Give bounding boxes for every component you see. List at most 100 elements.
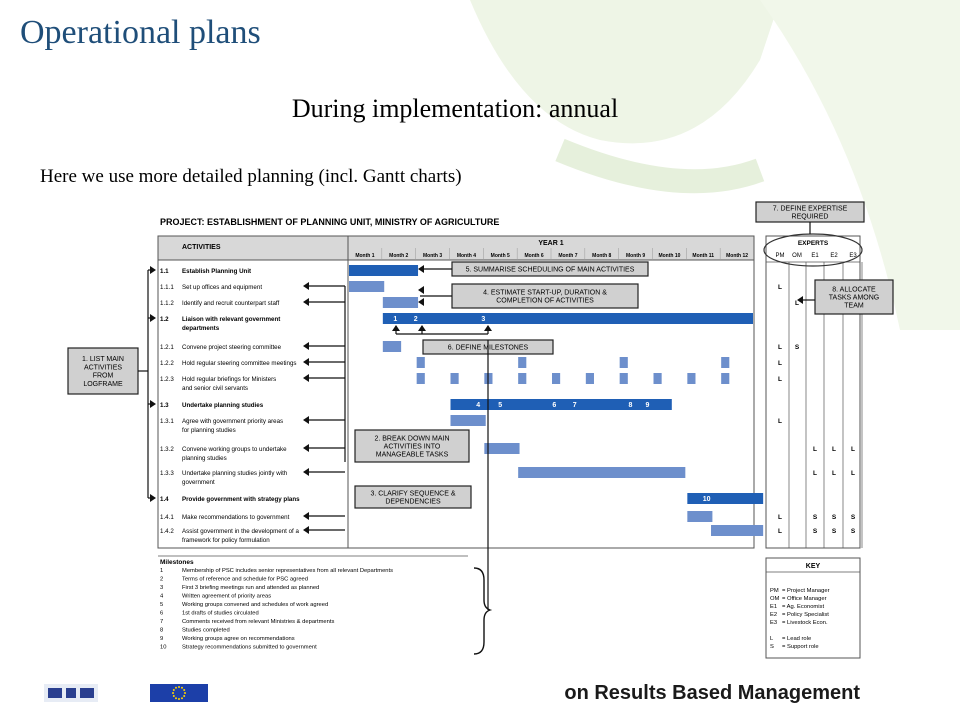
arrow-head <box>150 494 156 502</box>
eu-flag-star <box>172 689 175 691</box>
eu-flag-star <box>172 695 175 697</box>
gantt-bar <box>416 373 425 384</box>
expert-role: L <box>851 446 855 453</box>
expert-role: L <box>813 470 817 477</box>
key-text: = Policy Specialist <box>782 612 829 618</box>
eu-flag-star <box>181 686 183 689</box>
callout-expertise-text: 7. DEFINE EXPERTISE <box>773 205 848 212</box>
milestone-number: 4 <box>160 594 164 600</box>
milestone-marker: 8 <box>629 402 633 409</box>
callout-estimate-text: 4. ESTIMATE START-UP, DURATION & <box>483 289 607 296</box>
callout-list-main-text: 1. LIST MAIN <box>82 356 124 363</box>
expert-role: L <box>832 446 836 453</box>
key-code: OM <box>770 596 780 602</box>
gantt-bar <box>687 493 764 504</box>
activity-name: Convene working groups to undertake <box>182 446 287 453</box>
activity-code: 1.2.2 <box>160 360 174 367</box>
month-header: Month 8 <box>592 253 611 259</box>
key-text: = Project Manager <box>782 588 830 594</box>
key-text: = Livestock Econ. <box>782 620 828 626</box>
activity-name: Hold regular steering committee meetings <box>182 360 297 367</box>
callout-clarify-box <box>354 485 472 509</box>
callout-list-main-box <box>67 347 139 395</box>
arrow-head <box>418 298 424 306</box>
milestone-number: 9 <box>160 636 163 642</box>
arrow-head <box>303 358 309 366</box>
callout-breakdown-text: 2. BREAK DOWN MAIN <box>374 435 449 442</box>
year-header: YEAR 1 <box>538 240 563 247</box>
activity-code: 1.1 <box>160 268 169 275</box>
activity-name: Liaison with relevant government <box>182 316 280 323</box>
activities-header: ACTIVITIES <box>182 244 221 251</box>
gantt-bar <box>687 511 713 522</box>
callout-breakdown-text: MANAGEABLE TASKS <box>376 452 449 459</box>
project-title: PROJECT: ESTABLISHMENT OF PLANNING UNIT,… <box>160 217 499 227</box>
expert-role: S <box>851 514 856 521</box>
callout-allocate-box <box>814 279 894 315</box>
partner-logo-mark <box>80 688 94 698</box>
experts-col-header: OM <box>792 253 802 259</box>
arrow-head <box>303 468 309 476</box>
slide-intro-text: Here we use more detailed planning (incl… <box>40 166 462 187</box>
activity-code: 1.3.3 <box>160 470 174 477</box>
expert-role: L <box>832 470 836 477</box>
activity-name: Assist government in the development of … <box>182 528 299 535</box>
milestone-text: Working groups agree on recommendations <box>182 636 295 642</box>
activity-name: Convene project steering committee <box>182 344 282 351</box>
partner-logo-mark <box>48 688 62 698</box>
expert-role: L <box>778 344 782 351</box>
callout-clarify-text: DEPENDENCIES <box>385 499 441 506</box>
milestone-number: 5 <box>160 602 163 608</box>
milestones-brace <box>473 567 493 655</box>
eu-flag-star <box>175 697 177 700</box>
eu-flag-star <box>178 686 180 688</box>
expert-role: L <box>778 514 782 521</box>
milestone-marker: 9 <box>645 402 649 409</box>
footer-text: on Results Based Management <box>564 682 860 704</box>
milestone-marker: 10 <box>703 496 711 503</box>
arrow-head <box>418 265 424 273</box>
arrow-head <box>418 286 424 294</box>
gantt-bar <box>484 443 520 454</box>
month-header: Month 4 <box>457 253 476 259</box>
activity-name: Establish Planning Unit <box>182 268 251 275</box>
gantt-bar <box>382 313 753 324</box>
milestone-marker: 4 <box>476 402 480 409</box>
activity-name: Set up offices and equipment <box>182 284 262 291</box>
callout-summarise-text: 5. SUMMARISE SCHEDULING OF MAIN ACTIVITI… <box>466 267 635 274</box>
activity-name: Make recommendations to government <box>182 514 290 521</box>
callout-allocate-text: TEAM <box>844 303 864 310</box>
month-header: Month 9 <box>626 253 645 259</box>
activity-code: 1.4.1 <box>160 514 174 521</box>
activity-code: 1.1.2 <box>160 300 174 307</box>
month-header: Month 5 <box>491 253 510 259</box>
month-header: Month 12 <box>726 253 748 259</box>
expert-role: L <box>778 376 782 383</box>
arrow-head <box>150 400 156 408</box>
arrow-head <box>303 416 309 424</box>
arrow-head <box>484 325 492 331</box>
callout-allocate-text: 8. ALLOCATE <box>832 286 876 293</box>
milestone-number: 6 <box>160 611 163 617</box>
activity-code: 1.3 <box>160 402 169 409</box>
gantt-bar <box>721 357 730 368</box>
callout-allocate-text: TASKS AMONG <box>829 295 879 302</box>
callout-estimate-text: COMPLETION OF ACTIVITIES <box>496 298 594 305</box>
eu-flag-star <box>175 686 177 689</box>
milestone-number: 8 <box>160 628 163 634</box>
expert-role: L <box>795 300 799 307</box>
milestone-text: 1st drafts of studies circulated <box>182 611 259 617</box>
milestone-number: 7 <box>160 619 163 625</box>
activity-code: 1.3.2 <box>160 446 174 453</box>
callout-breakdown-text: ACTIVITIES INTO <box>384 444 441 451</box>
activity-name-line2: framework for policy formulation <box>182 537 270 544</box>
gantt-bar <box>619 373 628 384</box>
milestone-marker: 7 <box>573 402 577 409</box>
expert-role: S <box>851 528 856 535</box>
arrow-head <box>150 314 156 322</box>
expert-role: S <box>813 514 818 521</box>
gantt-bar <box>349 265 419 276</box>
callout-expertise-text: REQUIRED <box>792 214 829 221</box>
activity-name-line2: departments <box>182 325 220 332</box>
